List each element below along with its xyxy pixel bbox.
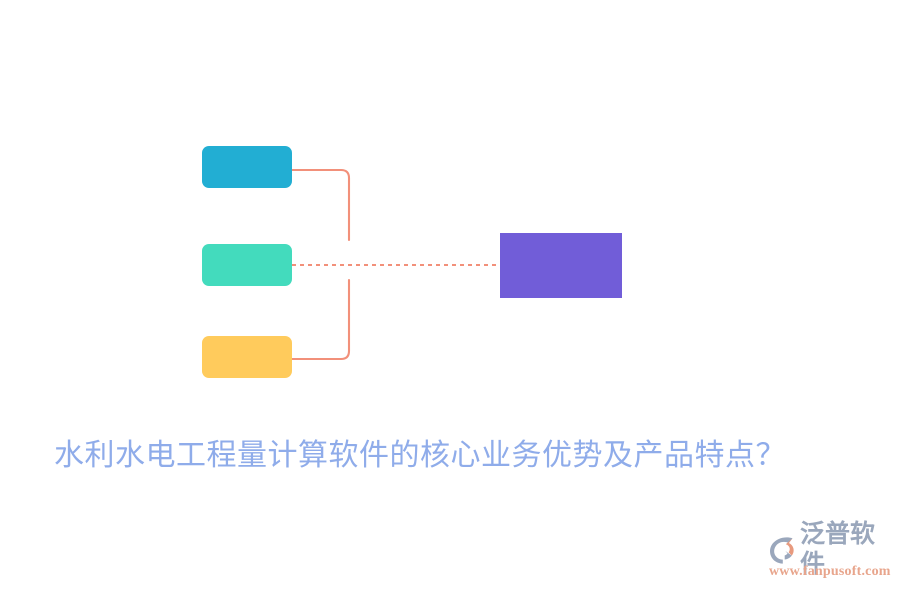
watermark: 泛普软件 www.fanpusoft.com — [768, 521, 892, 584]
diagram-node-green[interactable] — [202, 244, 292, 286]
connector-yellow-to-trunk — [290, 278, 351, 361]
logo-wordmark: 泛普软件 — [800, 521, 876, 578]
diagram-node-yellow[interactable] — [202, 336, 292, 378]
logo-url: www.fanpusoft.com — [769, 564, 891, 579]
diagram-node-purple[interactable] — [500, 233, 622, 298]
diagram-node-blue[interactable] — [202, 146, 292, 188]
logo-row: 泛普软件 — [768, 521, 892, 578]
page-title: 水利水电工程量计算软件的核心业务优势及产品特点？ — [54, 439, 786, 472]
fanpu-logo-icon — [770, 537, 794, 564]
connector-blue-to-trunk — [290, 168, 351, 242]
